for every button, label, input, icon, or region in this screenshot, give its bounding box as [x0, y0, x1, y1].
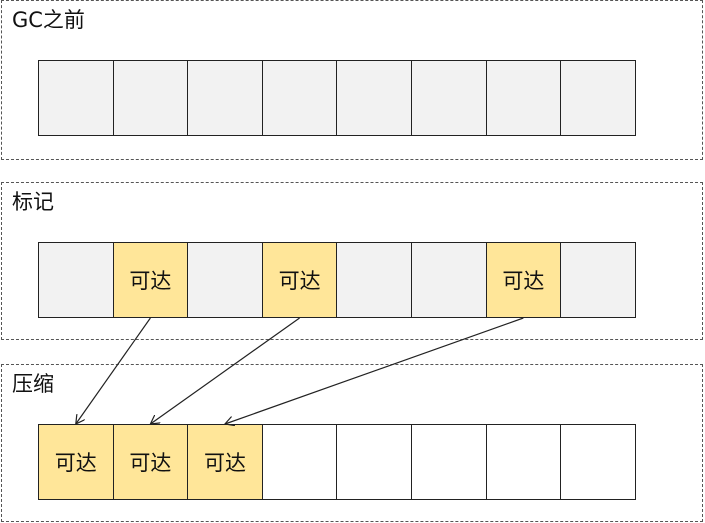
reachable-object-cell: 可达 [112, 424, 189, 500]
memory-row-compact: 可达 可达 可达 [38, 424, 636, 500]
memory-cell [38, 60, 114, 136]
panel-title-before-gc: GC之前 [12, 8, 85, 32]
panel-title-mark: 标记 [12, 190, 54, 214]
reachable-object-cell: 可达 [38, 424, 114, 500]
reachable-object-cell: 可达 [187, 424, 263, 500]
memory-cell [336, 242, 412, 318]
memory-cell [410, 242, 487, 318]
free-memory-cell [560, 424, 636, 500]
reachable-object-cell: 可达 [112, 242, 189, 318]
memory-cell [336, 60, 412, 136]
memory-cell [410, 60, 487, 136]
free-memory-cell [336, 424, 412, 500]
memory-cell [485, 60, 562, 136]
panel-title-compact: 压缩 [12, 372, 54, 396]
memory-cell [38, 242, 114, 318]
memory-cell [112, 60, 189, 136]
memory-cell [187, 60, 263, 136]
memory-row-mark: 可达 可达 可达 [38, 242, 636, 318]
memory-cell [560, 60, 636, 136]
free-memory-cell [485, 424, 562, 500]
free-memory-cell [261, 424, 338, 500]
memory-cell [261, 60, 338, 136]
free-memory-cell [410, 424, 487, 500]
memory-row-before-gc [38, 60, 636, 136]
reachable-object-cell: 可达 [485, 242, 562, 318]
reachable-object-cell: 可达 [261, 242, 338, 318]
panel-before-gc: GC之前 [1, 0, 703, 160]
memory-cell [187, 242, 263, 318]
memory-cell [560, 242, 636, 318]
